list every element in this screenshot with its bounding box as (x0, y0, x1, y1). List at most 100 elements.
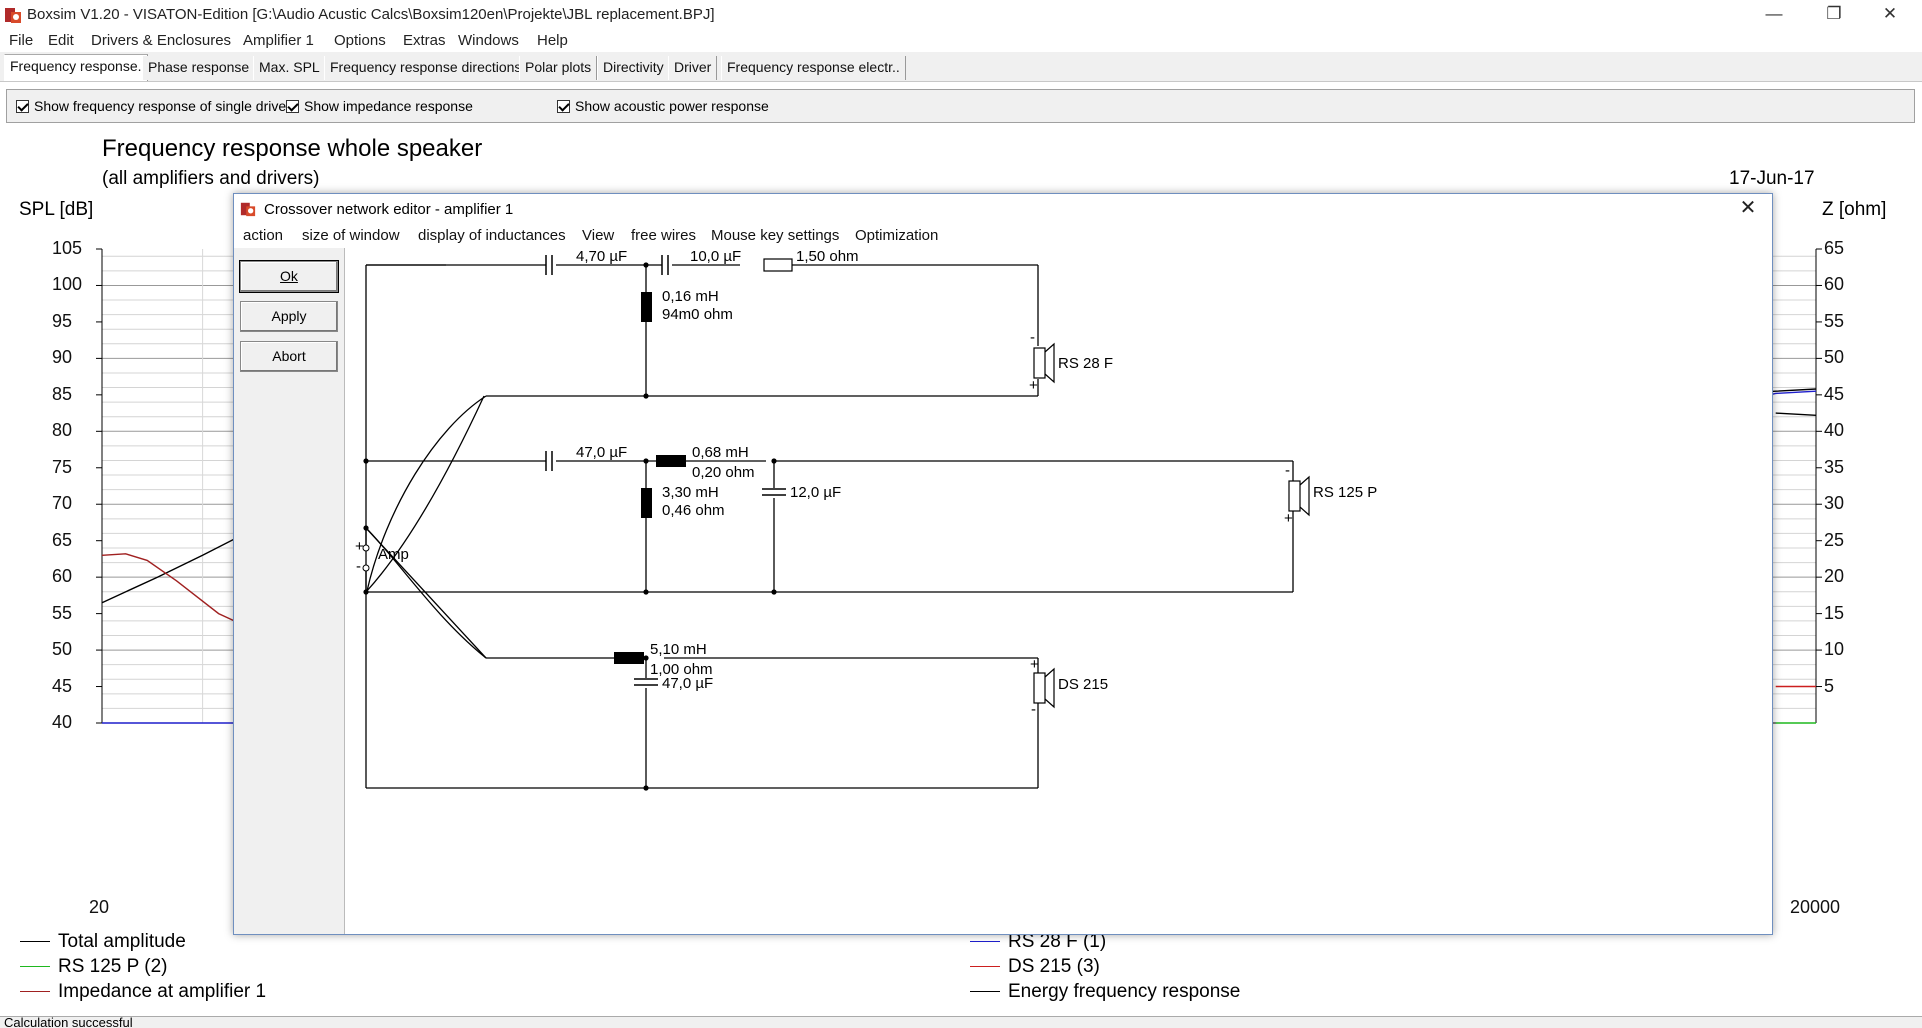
ok-button-label: Ok (280, 268, 298, 284)
inductor-l1 (641, 292, 652, 322)
series-energy-frequency-response (1775, 412, 1817, 416)
checkbox-checked[interactable] (16, 100, 29, 113)
drv3-minus: - (1031, 701, 1036, 718)
dialog-menu-mouse-key-settings[interactable]: Mouse key settings (711, 227, 840, 244)
legend-swatch (970, 966, 1000, 968)
dialog-menu-optimization[interactable]: Optimization (855, 227, 939, 244)
y-tick-label: 50 (52, 639, 73, 660)
y2-tick-label: 60 (1824, 274, 1845, 295)
menu-file[interactable]: File (9, 32, 34, 49)
legend-label: RS 28 F (1) (1008, 931, 1107, 952)
menu-bar: File Edit Drivers & Enclosures Amplifier… (0, 30, 1922, 52)
menu-options[interactable]: Options (334, 32, 386, 49)
menu-edit[interactable]: Edit (48, 32, 74, 49)
menu-drivers-enclosures[interactable]: Drivers & Enclosures (91, 32, 232, 49)
close-button[interactable]: ✕ (1882, 4, 1898, 23)
legend-label: Energy frequency response (1008, 981, 1241, 1002)
minimize-button[interactable]: — (1765, 4, 1783, 23)
capacitor-c2 (661, 255, 672, 275)
legend-swatch (20, 991, 50, 993)
dialog-menu-view[interactable]: View (582, 227, 615, 244)
y2-tick-label: 10 (1824, 639, 1845, 660)
dialog-menu-free-wires[interactable]: free wires (631, 227, 697, 244)
option-impedance-label: Show impedance response (304, 98, 473, 114)
tab-polar-plots[interactable]: Polar plots (519, 56, 598, 80)
apply-button-label: Apply (271, 308, 307, 324)
inductor-l4 (614, 652, 644, 664)
drv2-plus: + (1284, 510, 1293, 527)
drv1-label: RS 28 F (1058, 355, 1113, 372)
menu-help[interactable]: Help (537, 32, 568, 49)
y-tick-label: 90 (52, 347, 73, 368)
capacitor-c3 (545, 451, 556, 471)
c1-label: 4,70 µF (576, 248, 627, 265)
dialog-menu-size-of-window[interactable]: size of window (302, 227, 400, 244)
legend-swatch (20, 941, 50, 943)
c3-label: 47,0 µF (576, 444, 627, 461)
abort-button-label: Abort (272, 348, 306, 364)
crossover-schematic[interactable]: 4,70 µF 10,0 µF 1,50 ohm 0,16 mH 94m0 oh… (346, 248, 1771, 934)
tab-max-spl[interactable]: Max. SPL (253, 56, 326, 80)
y-tick-label: 40 (52, 712, 73, 732)
menu-extras[interactable]: Extras (403, 32, 446, 49)
capacitor-c4 (762, 488, 786, 498)
crossover-editor-dialog: Crossover network editor - amplifier 1 ✕… (233, 193, 1773, 935)
y2-tick-label: 30 (1824, 493, 1845, 514)
legend-impedance: Impedance at amplifier 1 (20, 981, 266, 1003)
graph-subtitle: (all amplifiers and drivers) (102, 168, 320, 189)
menu-amplifier-1[interactable]: Amplifier 1 (243, 32, 314, 49)
tab-directivity[interactable]: Directivity (597, 56, 670, 80)
speaker-rs125p-icon (1288, 475, 1310, 517)
amp-label: Amp (378, 546, 409, 563)
drv1-plus: + (1029, 377, 1038, 394)
legend-energy: Energy frequency response (970, 981, 1240, 1003)
status-text: Calculation successful (4, 1016, 133, 1028)
c4-label: 12,0 µF (790, 484, 841, 501)
y2-tick-label: 55 (1824, 310, 1845, 331)
dialog-close-button[interactable]: ✕ (1739, 197, 1757, 219)
graph-title: Frequency response whole speaker (102, 135, 483, 162)
checkbox-checked[interactable] (557, 100, 570, 113)
legend-swatch (970, 941, 1000, 943)
l1a-label: 0,16 mH (662, 288, 719, 305)
abort-button[interactable]: Abort (240, 341, 338, 372)
y-tick-label: 55 (52, 602, 73, 623)
dialog-menu-action[interactable]: action (243, 227, 284, 244)
title-bar: Boxsim V1.20 - VISATON-Edition [G:\Audio… (0, 0, 1922, 30)
legend-ds215: DS 215 (3) (970, 956, 1100, 978)
tab-frequency-response[interactable]: Frequency response. (4, 54, 148, 81)
drv3-label: DS 215 (1058, 676, 1108, 693)
resistor-r1 (763, 258, 793, 272)
option-single-drive[interactable]: Show frequency response of single drive (16, 98, 286, 114)
l3a-label: 3,30 mH (662, 484, 719, 501)
option-single-drive-label: Show frequency response of single drive (34, 98, 287, 114)
tab-driver[interactable]: Driver (668, 56, 718, 80)
x-axis-max-label: 20000 (1790, 897, 1841, 917)
checkbox-checked[interactable] (286, 100, 299, 113)
y2-tick-label: 45 (1824, 383, 1845, 404)
apply-button[interactable]: Apply (240, 301, 338, 332)
y2-tick-label: 50 (1824, 347, 1845, 368)
y-tick-label: 75 (52, 456, 73, 477)
tab-frequency-response-electrical[interactable]: Frequency response electr.. (721, 56, 906, 80)
l3b-label: 0,46 ohm (662, 502, 725, 519)
dialog-title: Crossover network editor - amplifier 1 (264, 201, 514, 218)
y-tick-label: 60 (52, 566, 73, 587)
tab-phase-response[interactable]: Phase response (142, 56, 256, 80)
capacitor-c5 (634, 678, 658, 688)
dialog-title-bar: Crossover network editor - amplifier 1 ✕ (234, 194, 1772, 224)
tab-frequency-response-directions[interactable]: Frequency response directions (324, 56, 528, 80)
option-acoustic-power-label: Show acoustic power response (575, 98, 769, 114)
maximize-button[interactable]: ❐ (1826, 4, 1842, 23)
y2-tick-label: 20 (1824, 566, 1845, 587)
option-impedance[interactable]: Show impedance response (286, 98, 473, 114)
drv2-minus: - (1285, 462, 1290, 479)
y2-tick-label: 40 (1824, 420, 1845, 441)
ok-button[interactable]: Ok (239, 260, 339, 293)
l4b-label: 1,00 ohm (650, 661, 713, 678)
menu-windows[interactable]: Windows (458, 32, 519, 49)
dialog-menu-display-of-inductances[interactable]: display of inductances (418, 227, 566, 244)
drv2-label: RS 125 P (1313, 484, 1377, 501)
y2-tick-label: 25 (1824, 529, 1845, 550)
option-acoustic-power[interactable]: Show acoustic power response (557, 98, 769, 114)
